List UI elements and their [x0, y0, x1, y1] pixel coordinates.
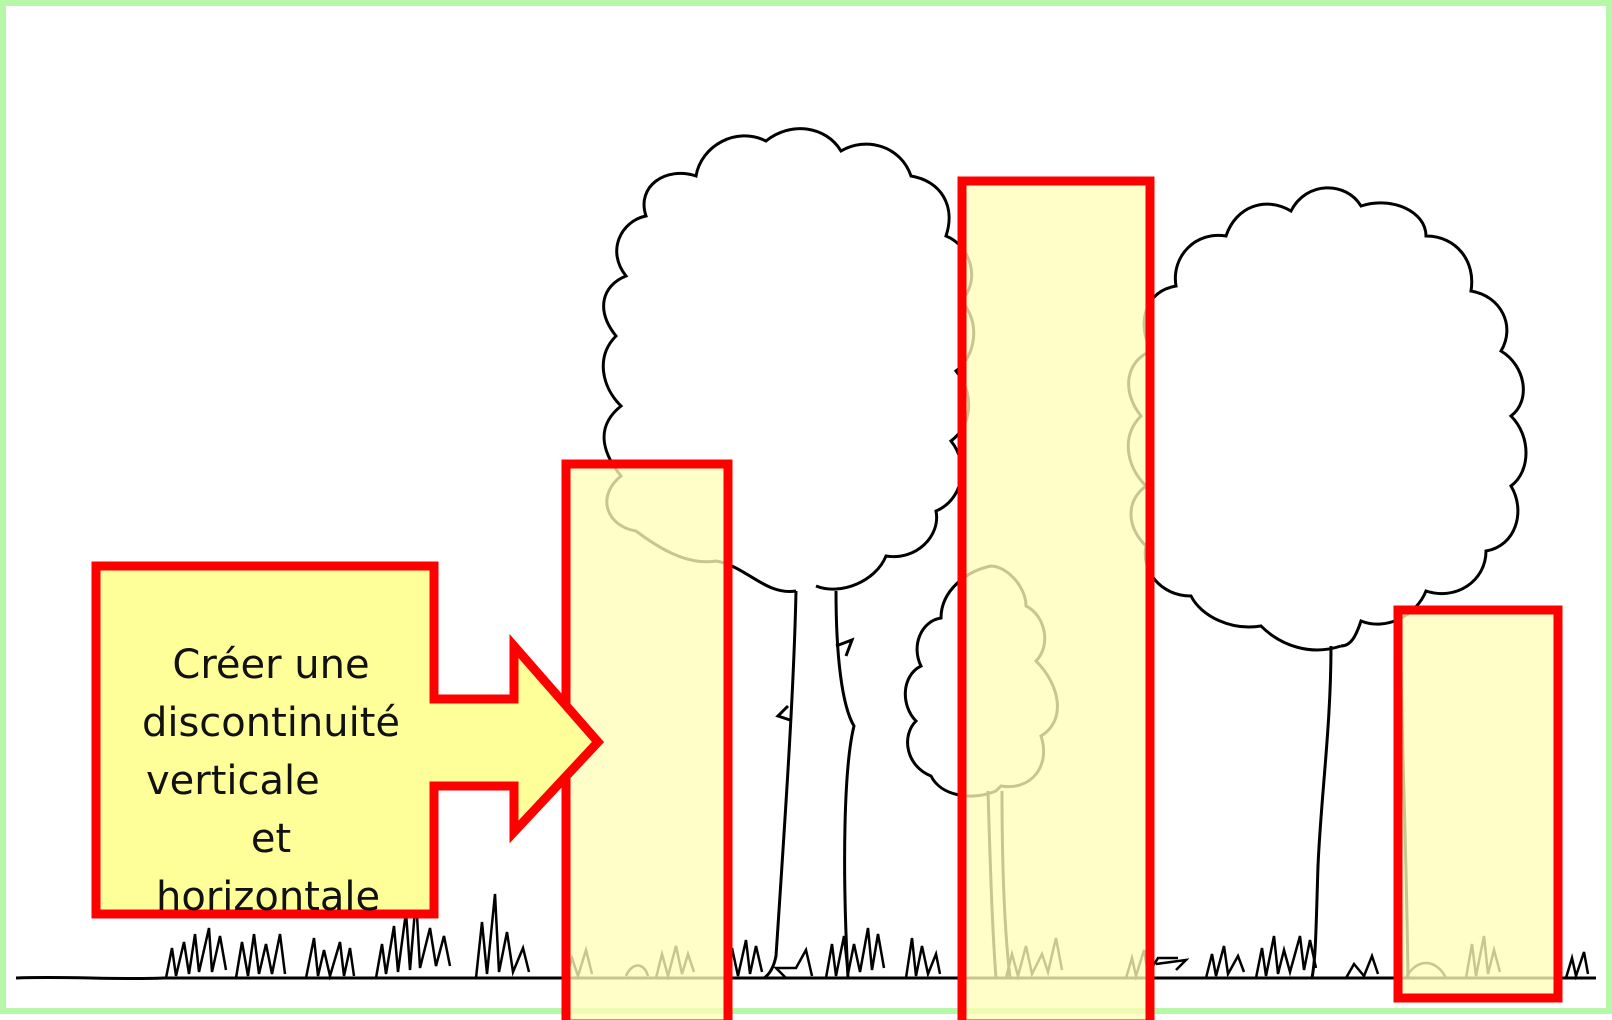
highlight-right — [1398, 610, 1558, 998]
ground-line — [16, 977, 1596, 978]
callout-line-5: horizontale — [106, 868, 436, 926]
clearing-highlights — [566, 181, 1558, 1020]
highlight-middle — [962, 181, 1150, 1020]
callout-line-2: discontinuité — [106, 694, 436, 752]
callout-text: Créer une discontinuité verticale et hor… — [106, 636, 436, 926]
callout-line-3: verticale — [106, 752, 436, 810]
callout-line-1: Créer une — [106, 636, 436, 694]
callout-line-4: et — [106, 810, 436, 868]
